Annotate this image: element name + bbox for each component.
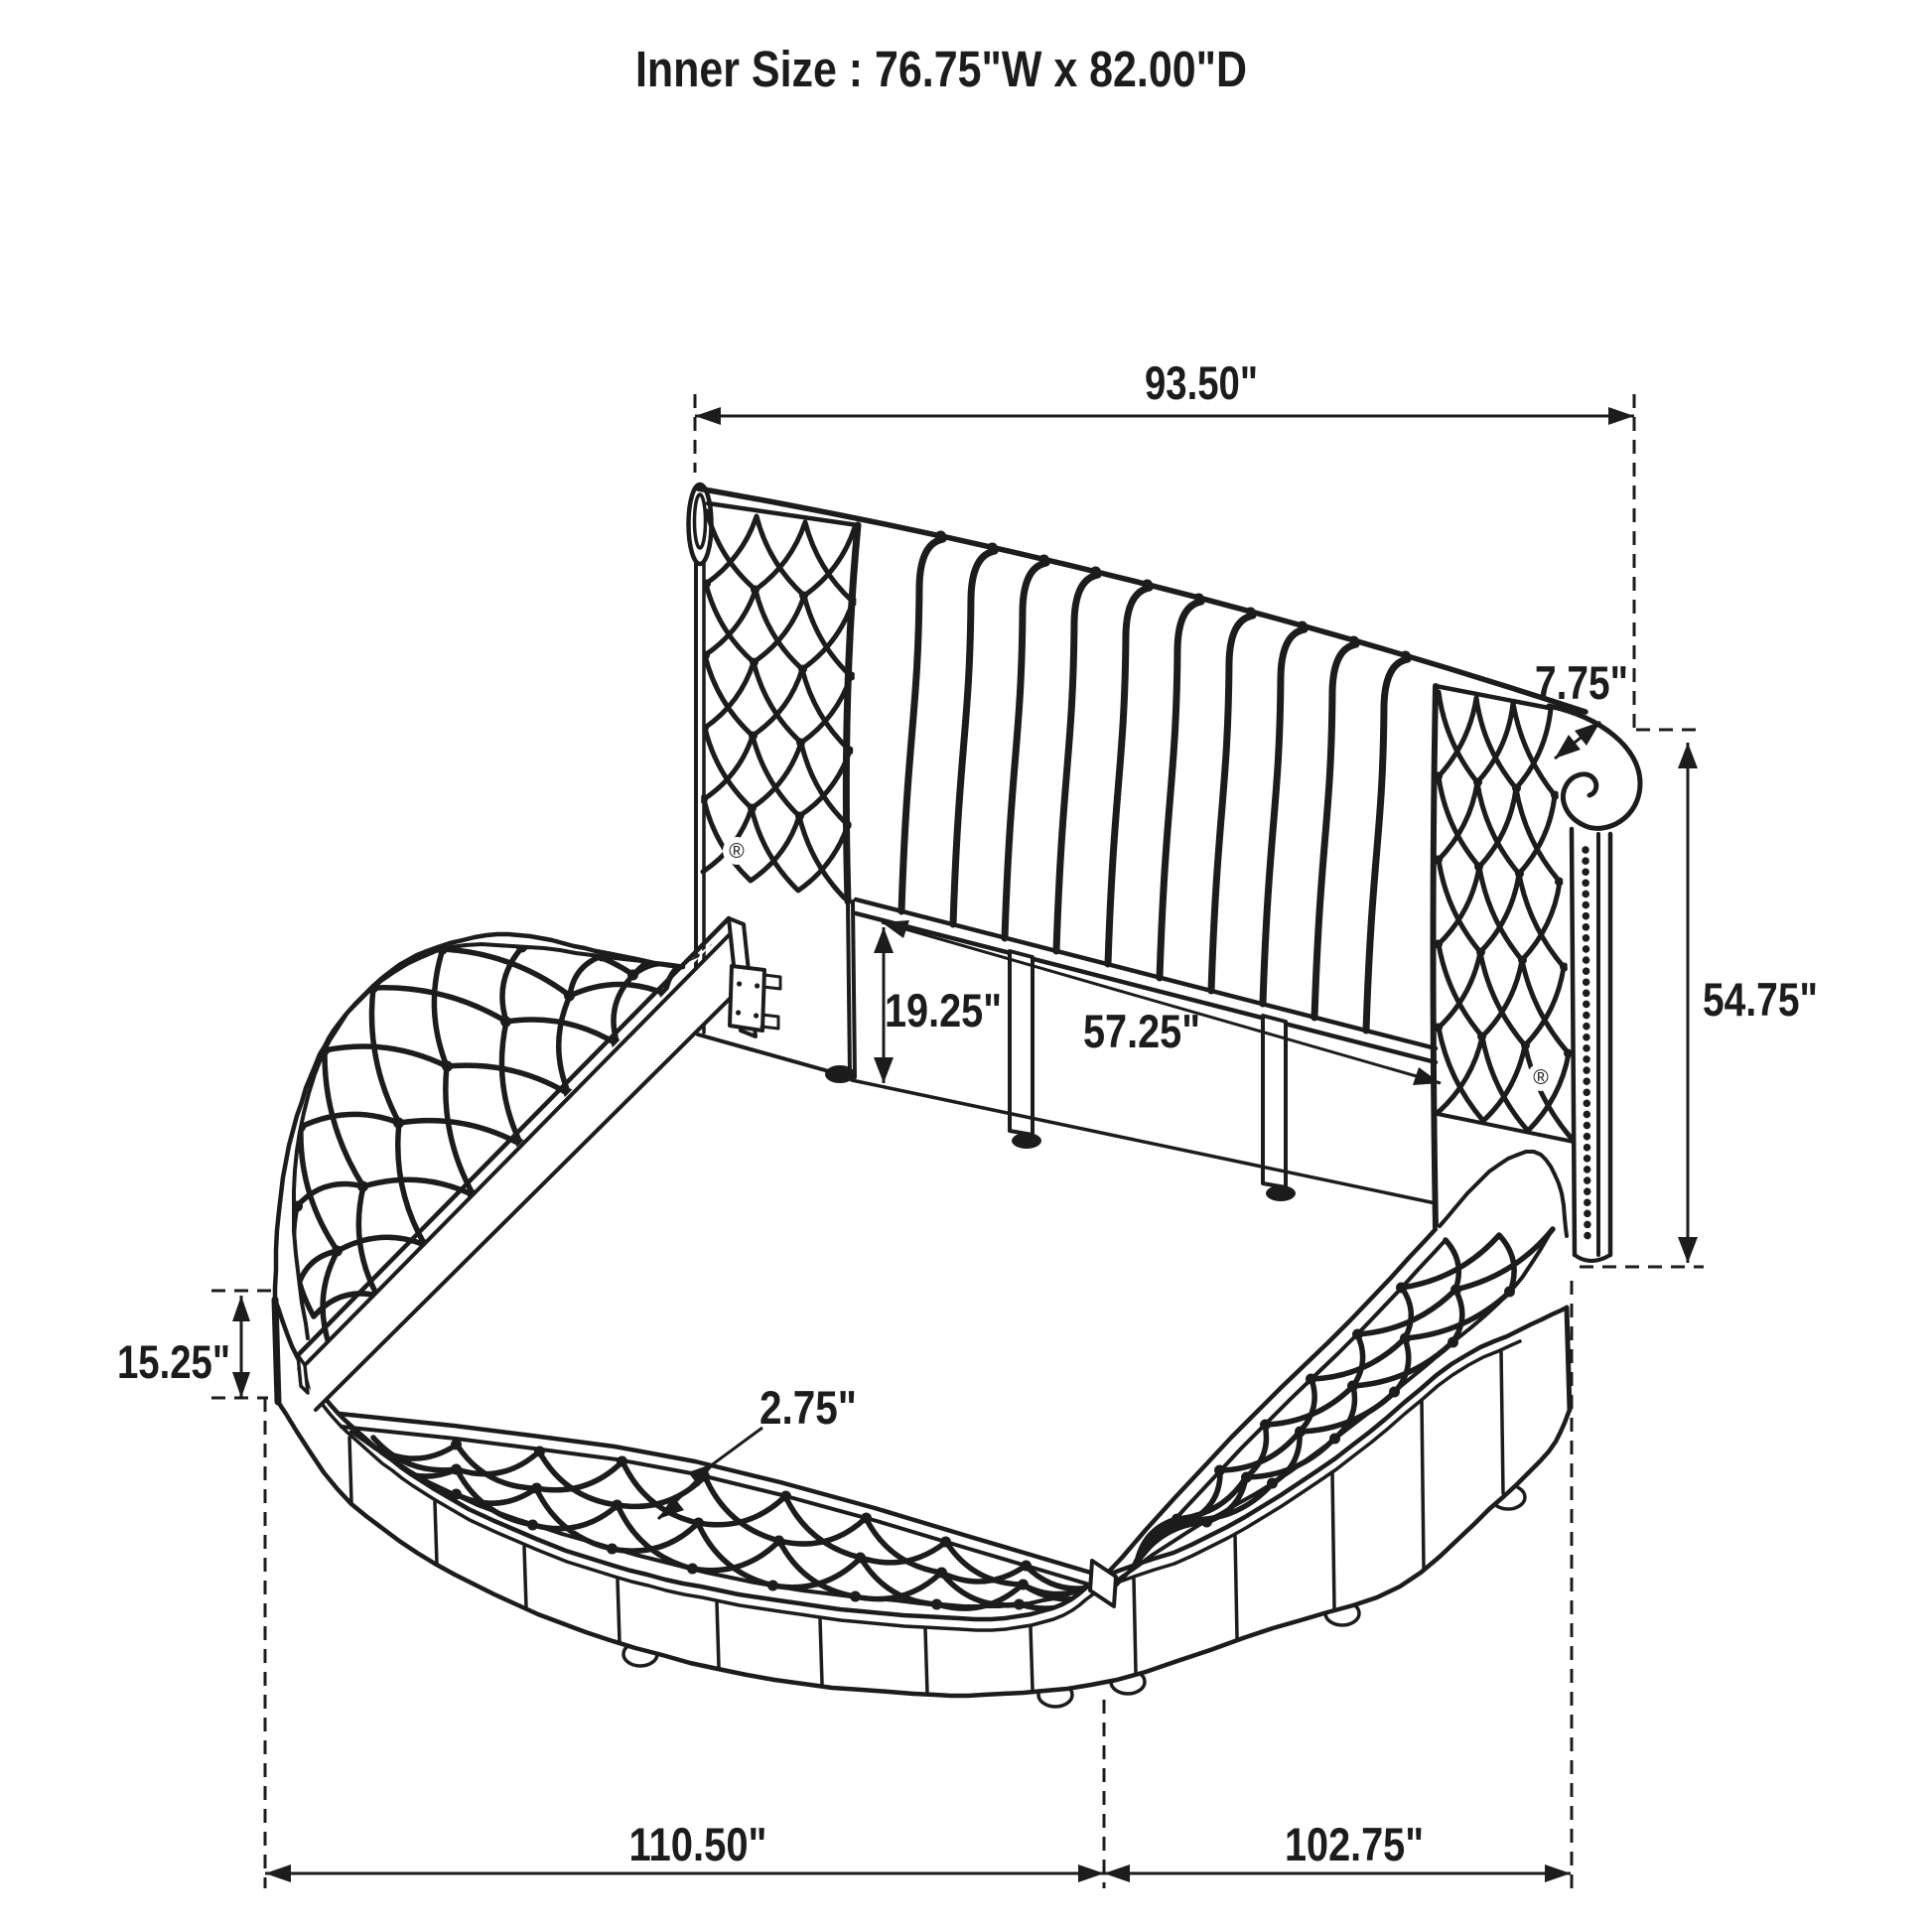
headboard-right-wing-bottom bbox=[1436, 1112, 1576, 1144]
dim-93-arrow-left bbox=[695, 407, 721, 425]
dimension-group bbox=[211, 394, 1704, 1888]
headboard-slab-foot bbox=[825, 1065, 855, 1083]
dim-275-arrow-up bbox=[688, 1463, 714, 1486]
base-skirt-seams bbox=[347, 1349, 1505, 1695]
headboard-channels bbox=[897, 535, 1412, 1035]
registered-mark-left-wing: ® bbox=[729, 840, 745, 863]
headboard-left-fold bbox=[842, 521, 862, 905]
headboard-leg-left bbox=[1008, 949, 1035, 1137]
headboard-left-scroll-outer bbox=[686, 482, 714, 567]
dim-1925-arrow-bottom bbox=[874, 1057, 894, 1083]
dim-275-arrow-down bbox=[658, 1496, 684, 1519]
right-bench-tufting bbox=[1131, 1226, 1556, 1570]
dim-label-1525: 15.25" bbox=[117, 1335, 230, 1388]
arm-bracket-screws bbox=[736, 981, 760, 1019]
page-title: Inner Size : 76.75"W x 82.00"D bbox=[635, 41, 1247, 97]
dim-775-arrow-sw bbox=[1555, 735, 1581, 759]
arm-top-edge bbox=[295, 915, 732, 1358]
dim-10275-arrow-left bbox=[1104, 1864, 1130, 1882]
left-bench-welt bbox=[292, 942, 683, 1340]
headboard-scroll-bead-trim bbox=[1582, 846, 1591, 1247]
headboard-right-scroll-curl bbox=[1546, 703, 1643, 831]
dim-label-5725: 57.25" bbox=[1083, 1005, 1200, 1057]
dim-label-11050: 110.50" bbox=[629, 1818, 767, 1870]
registered-mark-halo-right bbox=[1527, 1063, 1555, 1091]
arm-left-cap bbox=[296, 1353, 310, 1395]
left-wing-tufting bbox=[700, 508, 858, 901]
registered-mark-right-wing: ® bbox=[1533, 1066, 1549, 1089]
dim-93-arrow-right bbox=[1608, 407, 1634, 425]
dim-775-arrow-ne bbox=[1575, 722, 1600, 746]
base-skirt-left-edge bbox=[271, 1296, 282, 1406]
registered-mark-halo-left bbox=[723, 837, 751, 865]
dim-1925-arrow-top bbox=[874, 927, 894, 953]
arm-top-edge-2 bbox=[303, 925, 739, 1367]
front-bench-end-cap bbox=[1088, 1559, 1118, 1608]
headboard-fill bbox=[698, 488, 1640, 1255]
arm-bracket-tabs bbox=[759, 973, 782, 1031]
dim-label-5475: 54.75" bbox=[1703, 973, 1818, 1026]
headboard-floor-line bbox=[850, 1078, 1438, 1205]
headboard-leg-right-foot bbox=[1266, 1185, 1296, 1201]
base-skirt-bottom-line bbox=[275, 1399, 1573, 1699]
deck-front-edge bbox=[337, 1411, 1107, 1580]
dim-11050-arrow-left bbox=[265, 1864, 291, 1882]
headboard-left-wing-top bbox=[705, 500, 861, 528]
headboard-slab-bottom bbox=[696, 1033, 852, 1079]
dim-label-10275: 102.75" bbox=[1285, 1818, 1424, 1870]
dim-5475-arrow-top bbox=[1678, 743, 1698, 768]
headboard-rail-bottom bbox=[853, 910, 1439, 1065]
headboard-right-fold bbox=[1430, 683, 1439, 1232]
headboard-scroll-tube-bottom bbox=[1573, 1253, 1612, 1263]
headboard-top-edge bbox=[695, 485, 1588, 715]
dim-label-275: 2.75" bbox=[759, 1381, 857, 1434]
headboard-leg-left-foot bbox=[1012, 1133, 1041, 1149]
dim-1525-arrow-bottom bbox=[232, 1372, 250, 1398]
dim-11050-arrow-right bbox=[1078, 1864, 1104, 1882]
dim-10275-arrow-right bbox=[1545, 1864, 1571, 1882]
left-bench-buttons bbox=[294, 943, 670, 1302]
dim-label-1925: 19.25" bbox=[885, 984, 1002, 1036]
dim-label-93: 93.50" bbox=[1145, 356, 1258, 409]
headboard-rail-top bbox=[853, 897, 1439, 1051]
right-bench-inner-edge bbox=[1101, 1226, 1439, 1580]
base-rim-welt-line bbox=[297, 1339, 1522, 1632]
dim-label-775: 7.75" bbox=[1535, 656, 1628, 709]
headboard-scroll-tube-left bbox=[1569, 826, 1578, 1258]
dim-5725-line bbox=[881, 920, 1442, 1085]
left-bench-rim-edge bbox=[272, 931, 686, 1303]
label-group: Inner Size : 76.75"W x 82.00"D 93.50" 7.75… bbox=[117, 41, 1818, 1870]
right-bench-back-edge bbox=[1438, 1150, 1569, 1238]
arm-face-bottom bbox=[314, 979, 750, 1412]
dim-5725-arrow-right bbox=[1413, 1067, 1441, 1085]
headboard-right-wing-top bbox=[1433, 683, 1552, 711]
base-skirt-fill bbox=[275, 1300, 1570, 1696]
dim-5475-arrow-bottom bbox=[1678, 1237, 1698, 1263]
dim-5725-arrow-left bbox=[882, 920, 909, 938]
headboard-leg-right bbox=[1261, 1014, 1288, 1189]
arm-bracket-plate bbox=[728, 964, 766, 1033]
right-wing-tufting bbox=[1436, 689, 1576, 1142]
dim-1525-arrow-top bbox=[232, 1296, 250, 1321]
front-bench-tufting bbox=[370, 1435, 1104, 1611]
headboard-corner-edge bbox=[846, 899, 857, 1079]
base-skirt-right-edge bbox=[1564, 1305, 1573, 1413]
arm-face bbox=[305, 927, 748, 1410]
headboard-left-scroll-inner bbox=[692, 492, 708, 550]
drawing-group bbox=[271, 482, 1643, 1709]
